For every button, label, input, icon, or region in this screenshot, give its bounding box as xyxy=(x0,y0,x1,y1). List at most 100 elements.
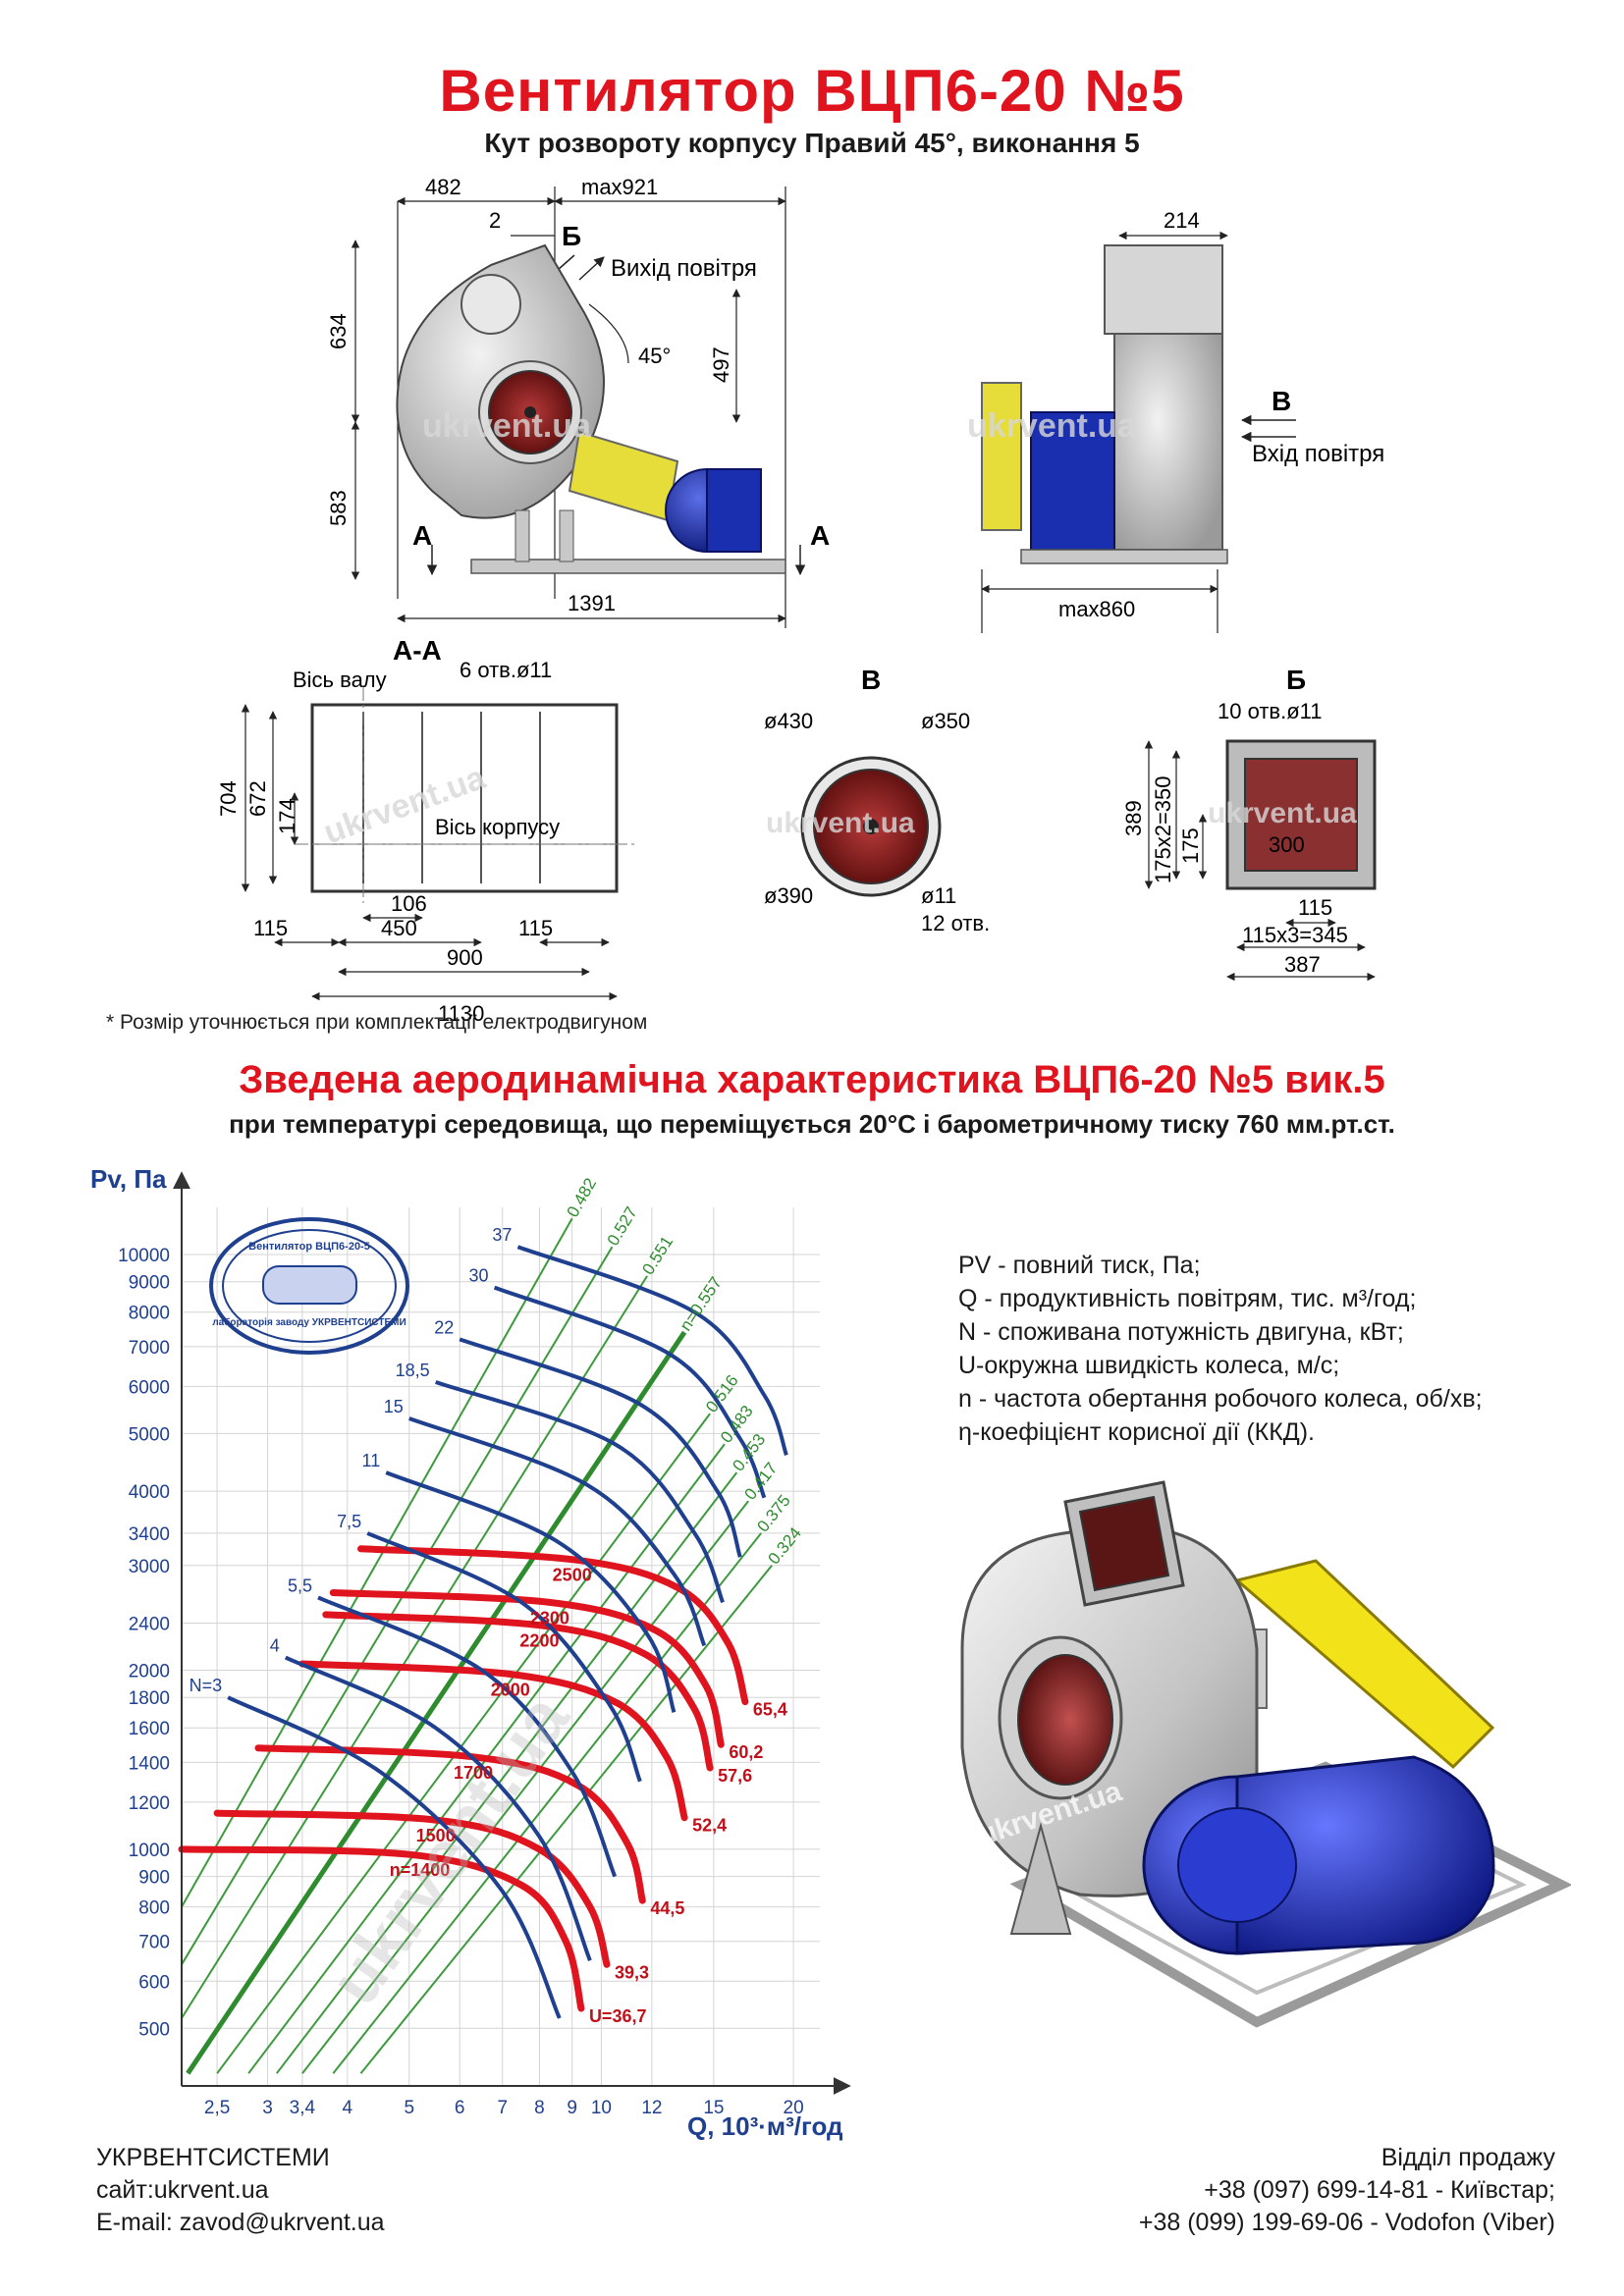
x-tick-label: 20 xyxy=(784,2098,804,2118)
dim-1130: 1130 xyxy=(438,1001,484,1026)
y-tick-label: 900 xyxy=(138,1868,170,1889)
y-axis-label: Pv, Па xyxy=(90,1164,167,1194)
dim-115x3: 115х3=345 xyxy=(1242,923,1348,947)
watermark-b: ukrvent.ua xyxy=(1208,797,1357,829)
legend-n: N - споживана потужність двигуна, кВт; xyxy=(958,1318,1404,1346)
speed-curve xyxy=(213,1809,611,1968)
y-tick-label: 7000 xyxy=(129,1338,170,1359)
y-tick-label: 2000 xyxy=(129,1661,170,1682)
power-label: 15 xyxy=(384,1397,404,1416)
y-tick-label: 2400 xyxy=(129,1615,170,1635)
company-name: УКРВЕНТСИСТЕМИ xyxy=(96,2144,330,2171)
dim-d350: ø350 xyxy=(921,709,970,733)
y-tick-label: 5000 xyxy=(129,1424,170,1445)
u-label: 52,4 xyxy=(692,1816,727,1836)
shaft-axis-label: Вісь валу xyxy=(293,667,387,692)
speed-curves xyxy=(178,1545,749,2012)
technical-drawings: 482 max921 2 Б Вихід повітря 634 583 497… xyxy=(216,175,1384,1026)
stamp-bottom-text: лабораторія заводу УКРВЕНТСИСТЕМИ xyxy=(212,1316,406,1328)
section-v: В ø430 ø350 ø390 ø11 12 отв. ukrvent.ua xyxy=(764,665,990,935)
speed-curve xyxy=(329,1589,725,1748)
y-tick-label: 1200 xyxy=(129,1793,170,1814)
section-v-title: В xyxy=(861,665,881,695)
power-label: 5,5 xyxy=(288,1575,312,1595)
y-tick-label: 500 xyxy=(138,2019,170,2040)
power-label: 18,5 xyxy=(396,1361,430,1380)
dim-900: 900 xyxy=(447,945,483,970)
power-curve xyxy=(227,1695,562,2019)
x-tick-label: 8 xyxy=(534,2098,545,2118)
speed-label: 2000 xyxy=(491,1680,530,1699)
section-b: Б 10 отв.ø11 389 175х2=350 175 300 115 1… xyxy=(1121,665,1377,982)
fan-illustration: ukrvent.ua xyxy=(960,1480,1571,2028)
lab-stamp: Вентилятор ВЦП6-20-5 лабораторія заводу … xyxy=(209,1217,409,1355)
footer-left: УКРВЕНТСИСТЕМИ сайт:ukrvent.ua E-mail: z… xyxy=(96,2142,385,2239)
dim-d430: ø430 xyxy=(764,709,813,733)
dim-max921: max921 xyxy=(581,175,658,199)
phone-vodafone: +38 (099) 199-69-06 - Vodofon (Viber) xyxy=(1138,2209,1555,2236)
page-title: Вентилятор ВЦП6-20 №5 xyxy=(439,58,1185,124)
power-label: 37 xyxy=(492,1225,512,1245)
dim-106: 106 xyxy=(391,891,427,916)
dim-175: 175 xyxy=(1178,828,1203,864)
power-curve xyxy=(317,1595,618,1878)
dim-115-left: 115 xyxy=(253,916,288,940)
efficiency-line xyxy=(181,1275,648,2019)
legend-q: Q - продуктивність повітрям, тис. м³/год… xyxy=(958,1285,1417,1312)
x-tick-label: 9 xyxy=(567,2098,577,2118)
y-tick-label: 8000 xyxy=(129,1304,170,1324)
section-a-label-left: А xyxy=(412,520,432,551)
x-tick-label: 7 xyxy=(497,2098,508,2118)
footnote: * Розмір уточнюється при комплектації ел… xyxy=(106,1011,648,1034)
sales-title: Відділ продажу xyxy=(1380,2144,1555,2171)
power-curve xyxy=(435,1380,725,1604)
speed-label: 2300 xyxy=(530,1608,569,1628)
y-tick-label: 10000 xyxy=(118,1246,170,1266)
power-curve xyxy=(284,1655,592,1961)
inlet-label: Вхід повітря xyxy=(1252,441,1384,467)
dim-115-right: 115 xyxy=(518,916,553,940)
dim-d390: ø390 xyxy=(764,883,813,908)
power-curves xyxy=(227,1245,788,2019)
efficiency-line xyxy=(186,1330,687,2075)
speed-label: 2500 xyxy=(553,1566,592,1585)
efficiency-line xyxy=(301,1500,749,2074)
x-tick-label: 2,5 xyxy=(204,2098,230,2118)
dim-482: 482 xyxy=(425,175,461,199)
section-aa-title: А-А xyxy=(393,635,442,666)
holes-aa-label: 6 отв.ø11 xyxy=(460,658,552,682)
x-axis-label: Q, 10³·м³/год xyxy=(687,2111,843,2141)
watermark-v: ukrvent.ua xyxy=(766,807,915,839)
efficiency-line xyxy=(216,1413,711,2074)
speed-curve xyxy=(357,1545,749,1706)
dim-max860: max860 xyxy=(1058,597,1135,621)
speed-label: 1700 xyxy=(454,1763,493,1783)
dim-450: 450 xyxy=(381,916,417,940)
y-tick-label: 1600 xyxy=(129,1719,170,1739)
dim-175x2: 175х2=350 xyxy=(1151,776,1175,884)
x-tick-label: 10 xyxy=(591,2098,612,2118)
watermark: ukrvent.ua xyxy=(422,407,592,445)
phone-kyivstar: +38 (097) 699-14-81 - Київстар; xyxy=(1204,2176,1555,2204)
x-tick-label: 3,4 xyxy=(290,2098,316,2118)
holes-b-label: 10 отв.ø11 xyxy=(1218,699,1323,723)
front-view: 482 max921 2 Б Вихід повітря 634 583 497… xyxy=(326,175,830,628)
dim-672: 672 xyxy=(245,780,270,817)
dim-387: 387 xyxy=(1284,952,1321,977)
section-a-label-right: А xyxy=(810,520,830,551)
u-label: 60,2 xyxy=(729,1742,763,1762)
footer-right: Відділ продажу +38 (097) 699-14-81 - Киї… xyxy=(1139,2142,1555,2239)
speed-label: n=1400 xyxy=(390,1860,451,1880)
power-label: 4 xyxy=(270,1636,280,1656)
aerodynamic-chart: 0.3240.3750.4170.4530.4830.516n=0.5570.5… xyxy=(90,1164,851,2141)
y-tick-labels: 5006007008009001000120014001600180020002… xyxy=(118,1246,170,2040)
watermark-side: ukrvent.ua xyxy=(967,407,1137,445)
legend-rpm: n - частота обертання робочого колеса, о… xyxy=(958,1385,1483,1413)
x-tick-label: 3 xyxy=(262,2098,273,2118)
y-tick-label: 1400 xyxy=(129,1753,170,1774)
speed-label: 2200 xyxy=(519,1631,559,1651)
y-tick-label: 700 xyxy=(138,1933,170,1953)
company-email: E-mail: zavod@ukrvent.ua xyxy=(96,2209,385,2236)
chart-section-title: Зведена аеродинамічна характеристика ВЦП… xyxy=(239,1058,1385,1101)
dim-497: 497 xyxy=(709,347,733,383)
